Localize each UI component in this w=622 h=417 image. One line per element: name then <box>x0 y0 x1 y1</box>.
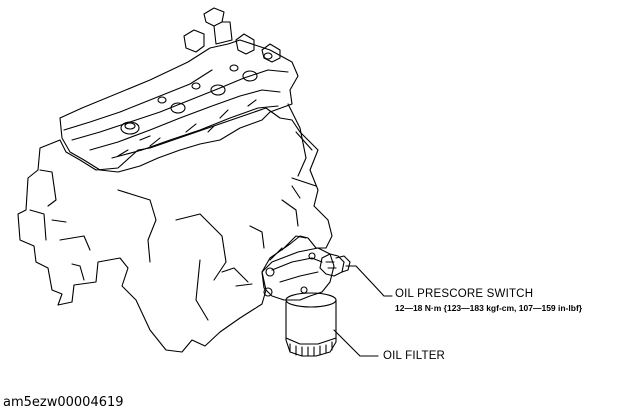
oil-filter-label: OIL FILTER <box>383 350 446 362</box>
oil-pressure-switch-torque: 12—18 N·m {123—183 kgf-cm, 107—159 in-lb… <box>395 303 583 313</box>
filter-leader-line <box>333 329 379 357</box>
engine-block <box>17 107 333 353</box>
cylinder-head-cover <box>59 39 299 173</box>
oil-filter-housing <box>261 247 335 301</box>
oil-filter <box>285 299 337 357</box>
oil-pressure-switch-label: OIL PRESCORE SWITCH <box>395 288 534 300</box>
switch-leader-line <box>345 265 393 297</box>
figure-id: am5ezw00004619 <box>3 395 124 410</box>
